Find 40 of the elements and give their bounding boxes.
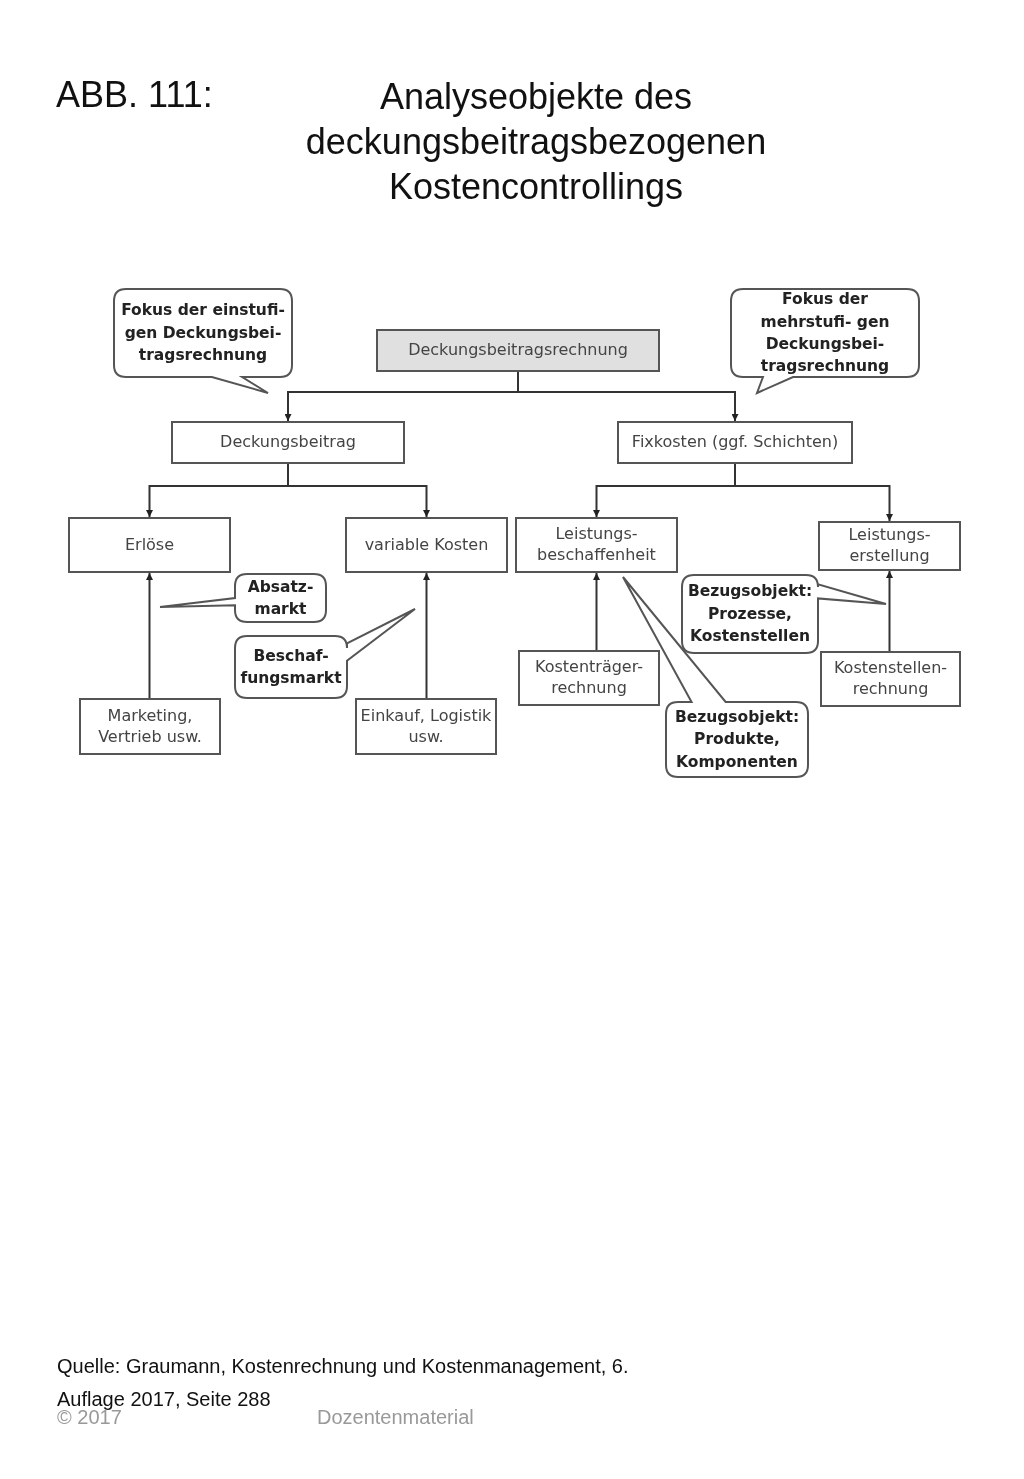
arrow [146, 572, 153, 699]
speech-bubble [682, 575, 886, 653]
figure-number: ABB. 111: [56, 74, 213, 116]
root-box [376, 329, 660, 372]
title: Analyseobjekte des deckungsbeitragsbezogenen Kostencontrollings [304, 75, 768, 209]
arrow [886, 570, 893, 652]
process-box [515, 517, 678, 573]
box-text: Marketing, Vertrieb usw. [97, 705, 203, 748]
speech-bubble [114, 289, 292, 393]
arrow [423, 572, 430, 699]
box-text: Leistungs- beschaffenheit [536, 524, 657, 566]
bubble-text: Fokus der mehrstufi- gen Deckungsbei- tragsrechnung [759, 289, 891, 377]
box-text: Einkauf, Logistik usw. [360, 705, 492, 748]
speech-bubble [731, 289, 919, 393]
box-text: Kostenträger- rechnung [533, 657, 645, 699]
process-box [171, 421, 405, 464]
process-box [818, 521, 961, 571]
bubble-text: Bezugsobjekt: Prozesse, Kostenstellen [686, 581, 814, 648]
process-box [355, 698, 497, 755]
bubble-text: Fokus der einstufi- gen Deckungsbei- tragsrechnung [120, 300, 286, 367]
arrow [287, 463, 430, 518]
box-text: Leistungs- erstellung [847, 525, 932, 567]
arrow [593, 572, 600, 651]
process-box [617, 421, 853, 464]
box-text: Fixkosten (ggf. Schichten) [631, 432, 839, 453]
box-text: Erlöse [124, 534, 175, 556]
process-box [518, 650, 660, 706]
speech-bubble [160, 574, 326, 622]
arrow [734, 463, 893, 522]
bubble-text: Bezugsobjekt: Produkte, Komponenten [673, 706, 801, 773]
bubble-text: Beschaf- fungsmarkt [239, 645, 343, 689]
process-box [79, 698, 221, 755]
box-text: Deckungsbeitragsrechnung [408, 340, 628, 361]
process-box [68, 517, 231, 573]
box-text: Deckungsbeitrag [220, 432, 356, 453]
process-box [820, 651, 961, 707]
process-box [345, 517, 508, 573]
box-text: Kostenstellen- rechnung [832, 658, 949, 700]
box-text: variable Kosten [364, 534, 489, 556]
bubble-text: Absatz- markt [246, 576, 315, 620]
